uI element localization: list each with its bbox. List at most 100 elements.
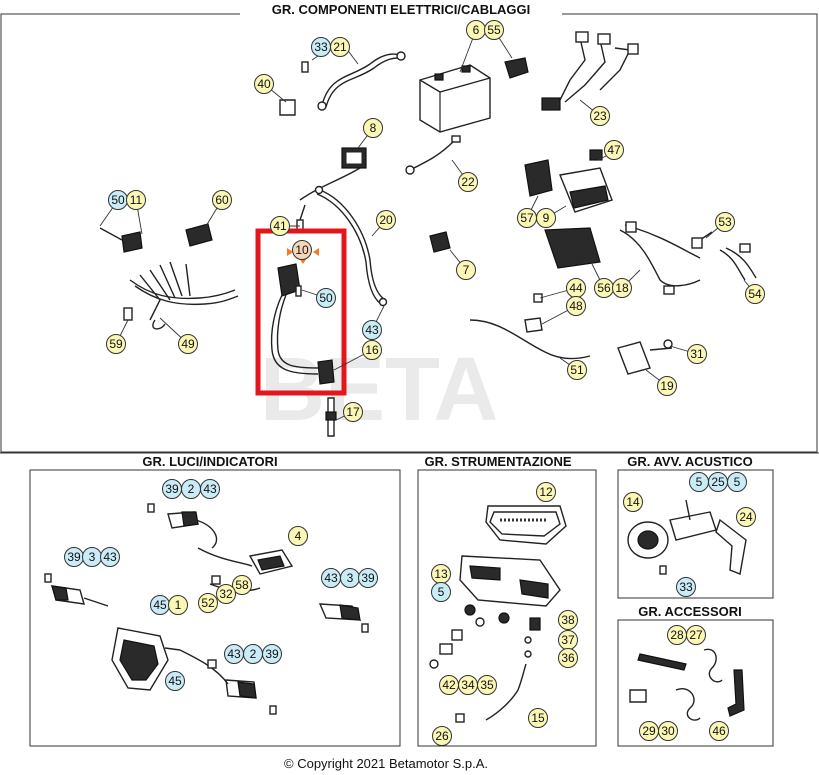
callout-electrical-48[interactable]: 48 [566,296,586,316]
callout-accessories-29[interactable]: 29 [639,721,659,741]
callout-lights-45[interactable]: 45 [150,595,170,615]
callout-horn-14[interactable]: 14 [623,492,643,512]
callout-electrical-59[interactable]: 59 [106,334,126,354]
callout-electrical-57[interactable]: 57 [517,208,537,228]
callout-label: 52 [201,596,215,610]
selected-part-highlight [255,228,347,396]
indicator-front-right [318,603,369,633]
callout-electrical-19[interactable]: 19 [657,376,677,396]
callout-lights-45[interactable]: 45 [165,671,185,691]
callout-instruments-42[interactable]: 42 [439,675,459,695]
callout-lights-2[interactable]: 2 [243,644,263,664]
callout-label: 11 [130,193,143,207]
callout-lights-39[interactable]: 39 [358,568,378,588]
callout-electrical-11[interactable]: 11 [126,190,146,210]
callout-instruments-26[interactable]: 26 [432,726,452,746]
callout-label: 3 [347,571,354,585]
callout-horn-25[interactable]: 25 [708,472,728,492]
callout-electrical-40[interactable]: 40 [254,74,274,94]
callout-lights-3[interactable]: 3 [82,547,102,567]
callout-label: 31 [690,347,704,361]
callout-electrical-51[interactable]: 51 [567,360,587,380]
callout-instruments-5[interactable]: 5 [431,582,451,602]
callout-electrical-23[interactable]: 23 [590,106,610,126]
callout-instruments-37[interactable]: 37 [558,630,578,650]
bolt-44 [533,293,543,303]
callout-lights-43[interactable]: 43 [100,547,120,567]
callout-accessories-28[interactable]: 28 [667,625,687,645]
callout-label: 54 [748,287,762,301]
callout-electrical-20[interactable]: 20 [376,210,396,230]
callout-instruments-36[interactable]: 36 [558,648,578,668]
callout-electrical-60[interactable]: 60 [212,190,232,210]
callout-instruments-35[interactable]: 35 [477,675,497,695]
callout-electrical-49[interactable]: 49 [178,334,198,354]
battery-6 [419,64,491,133]
callout-electrical-53[interactable]: 53 [715,212,735,232]
callout-instruments-12[interactable]: 12 [536,482,556,502]
callout-label: 33 [679,580,693,594]
callout-electrical-21[interactable]: 21 [330,37,350,57]
callout-electrical-55[interactable]: 55 [484,20,504,40]
callout-electrical-44[interactable]: 44 [566,278,586,298]
callout-electrical-50[interactable]: 50 [316,288,336,308]
callout-lights-1[interactable]: 1 [168,595,188,615]
callout-accessories-27[interactable]: 27 [686,625,706,645]
callout-lights-39[interactable]: 39 [64,547,84,567]
callout-label: 43 [203,482,217,496]
callout-electrical-47[interactable]: 47 [604,140,624,160]
callout-electrical-16[interactable]: 16 [362,340,382,360]
relay-8 [341,147,367,169]
callout-lights-43[interactable]: 43 [224,644,244,664]
callout-lights-4[interactable]: 4 [288,526,308,546]
callout-electrical-17[interactable]: 17 [343,402,363,422]
callout-electrical-22[interactable]: 22 [458,172,478,192]
wiring-harness-18 [544,221,701,295]
callout-instruments-38[interactable]: 38 [558,610,578,630]
callout-electrical-9[interactable]: 9 [536,208,556,228]
callout-lights-39[interactable]: 39 [262,644,282,664]
battery-cable-21 [317,51,406,111]
callout-label: 17 [346,405,360,419]
connector-59 [123,307,133,321]
callout-label: 24 [739,510,753,524]
callout-lights-3[interactable]: 3 [340,568,360,588]
callout-label: 9 [543,211,550,225]
callout-lights-39[interactable]: 39 [162,479,182,499]
ignition-coil-10 [270,263,335,385]
callout-label: 34 [461,678,475,692]
callout-horn-5[interactable]: 5 [689,472,709,492]
callout-electrical-56[interactable]: 56 [594,278,614,298]
callout-lights-32[interactable]: 32 [216,584,236,604]
callout-electrical-31[interactable]: 31 [687,344,707,364]
callout-horn-5[interactable]: 5 [727,472,747,492]
callout-electrical-33[interactable]: 33 [311,37,331,57]
switch-60 [185,223,213,247]
callout-horn-33[interactable]: 33 [676,577,696,597]
callout-instruments-34[interactable]: 34 [458,675,478,695]
callout-instruments-13[interactable]: 13 [431,564,451,584]
callout-lights-43[interactable]: 43 [200,479,220,499]
callout-electrical-8[interactable]: 8 [363,118,383,138]
callout-lights-58[interactable]: 58 [232,575,252,595]
callout-lights-2[interactable]: 2 [181,479,201,499]
pad-48 [524,317,543,333]
callout-instruments-15[interactable]: 15 [528,708,548,728]
callout-label: 44 [569,281,583,295]
callout-electrical-7[interactable]: 7 [456,260,476,280]
callout-electrical-6[interactable]: 6 [466,20,486,40]
connector-7 [429,231,451,253]
callout-accessories-46[interactable]: 46 [709,721,729,741]
callout-electrical-41[interactable]: 41 [270,216,290,236]
callout-lights-52[interactable]: 52 [198,593,218,613]
callout-lights-43[interactable]: 43 [321,568,341,588]
callout-electrical-18[interactable]: 18 [612,278,632,298]
callout-label: 56 [597,281,611,295]
callout-electrical-50[interactable]: 50 [108,190,128,210]
callout-accessories-30[interactable]: 30 [658,721,678,741]
callout-electrical-54[interactable]: 54 [745,284,765,304]
callout-electrical-43[interactable]: 43 [362,320,382,340]
callout-electrical-10[interactable]: 10 [292,240,312,260]
callout-horn-24[interactable]: 24 [736,507,756,527]
